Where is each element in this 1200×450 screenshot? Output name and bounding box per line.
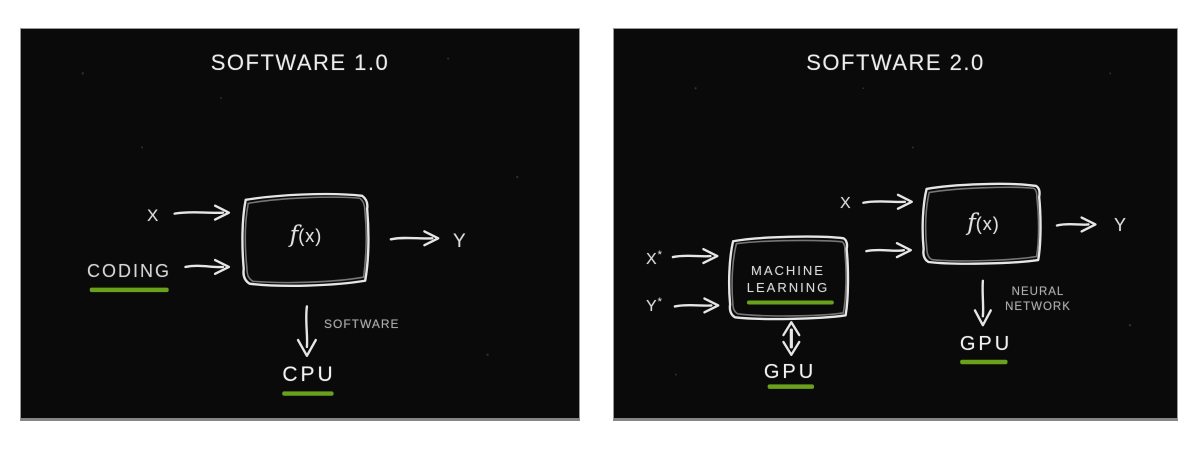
y-output-arrow-icon <box>1055 216 1097 233</box>
panel1-input-x-label: X <box>147 206 160 225</box>
panel1-cpu-label: CPU <box>282 363 336 386</box>
panel1-software-flow-label: SOFTWARE <box>324 317 400 331</box>
fx-args: (x) <box>975 214 1000 234</box>
machine-learning-underline <box>746 300 834 305</box>
panel1-title: SOFTWARE 1.0 <box>210 50 390 75</box>
ml-to-fx-arrow-icon <box>865 242 912 259</box>
machine-learning-box <box>727 235 850 321</box>
fx-box <box>241 192 370 288</box>
neural-network-to-gpu-arrow-icon <box>973 279 992 327</box>
fx-args: (x) <box>298 226 323 246</box>
xstar-sup: * <box>657 249 663 261</box>
panel2-output-y-label: Y <box>1114 215 1128 235</box>
x-input-arrow-icon <box>173 204 231 221</box>
xstar-input-arrow-icon <box>671 247 719 265</box>
fx-f: f <box>289 222 299 248</box>
panel1-fx-label: f(x) <box>241 222 371 248</box>
neural-network-line2: NETWORK <box>1005 300 1071 313</box>
neural-network-flow-label: NEURAL NETWORK <box>998 285 1078 315</box>
software-to-cpu-arrow-icon <box>296 305 317 357</box>
panel2-fx-label: f(x) <box>924 210 1043 236</box>
xstar-base: X <box>646 251 658 268</box>
machine-learning-label: MACHINE LEARNING <box>728 262 848 296</box>
panel2-nn-gpu-label: GPU <box>959 333 1013 355</box>
panel1-coding-label: CODING <box>87 261 171 281</box>
software-2-panel: SOFTWARE 2.0 X X* Y* MACHINE LEARNING f(… <box>613 28 1178 421</box>
panel2-ml-gpu-label: GPU <box>763 361 817 383</box>
fx-box <box>921 182 1042 265</box>
coding-input-arrow-icon <box>184 258 231 276</box>
panel2-title: SOFTWARE 2.0 <box>806 50 985 75</box>
panel2-input-x-label: X <box>840 195 852 212</box>
ystar-base: Y <box>646 298 658 315</box>
fx-f: f <box>967 210 976 236</box>
machine-learning-line1: MACHINE <box>751 263 825 278</box>
panel2-ystar-label: Y* <box>646 296 663 316</box>
software-1-panel: SOFTWARE 1.0 X CODING f(x) Y SOFTWARE CP… <box>20 28 580 421</box>
panel2-xstar-label: X* <box>646 249 663 269</box>
ml-gpu-underline <box>767 384 815 389</box>
nn-gpu-underline <box>960 359 1008 365</box>
cpu-underline <box>282 391 334 396</box>
panel1-output-y-label: Y <box>453 231 467 252</box>
ystar-input-arrow-icon <box>673 297 720 314</box>
coding-underline <box>89 287 169 293</box>
software-1-diagram <box>81 57 519 396</box>
ml-gpu-double-arrow-icon <box>782 321 801 356</box>
neural-network-line1: NEURAL <box>1011 286 1065 298</box>
machine-learning-line2: LEARNING <box>746 280 830 296</box>
software-2-diagram <box>671 72 1132 389</box>
x-input-arrow-icon <box>862 193 913 210</box>
y-output-arrow-icon <box>389 230 440 247</box>
ystar-sup: * <box>657 296 663 308</box>
